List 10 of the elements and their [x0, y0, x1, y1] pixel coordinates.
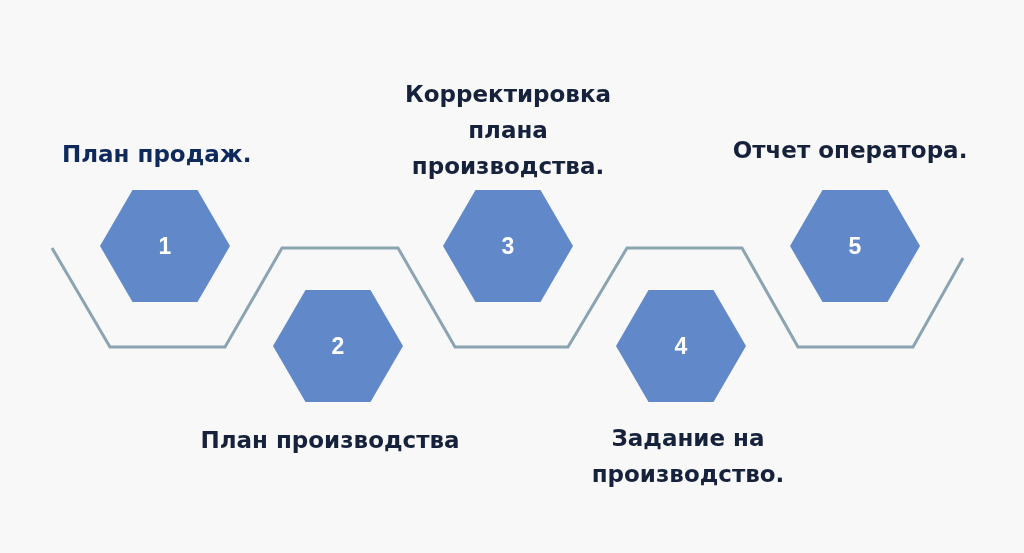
step-caption: План продаж.: [62, 141, 252, 167]
step-number: 4: [674, 334, 688, 358]
step-number: 5: [848, 234, 862, 258]
step-number: 3: [501, 234, 515, 258]
step-caption: Задание на производство.: [591, 425, 785, 487]
step-caption: План производства: [200, 427, 460, 453]
step-caption: Корректировка плана производства.: [404, 81, 612, 179]
step-number: 2: [331, 334, 345, 358]
step-number: 1: [158, 234, 172, 258]
step-caption: Отчет оператора.: [732, 137, 968, 163]
